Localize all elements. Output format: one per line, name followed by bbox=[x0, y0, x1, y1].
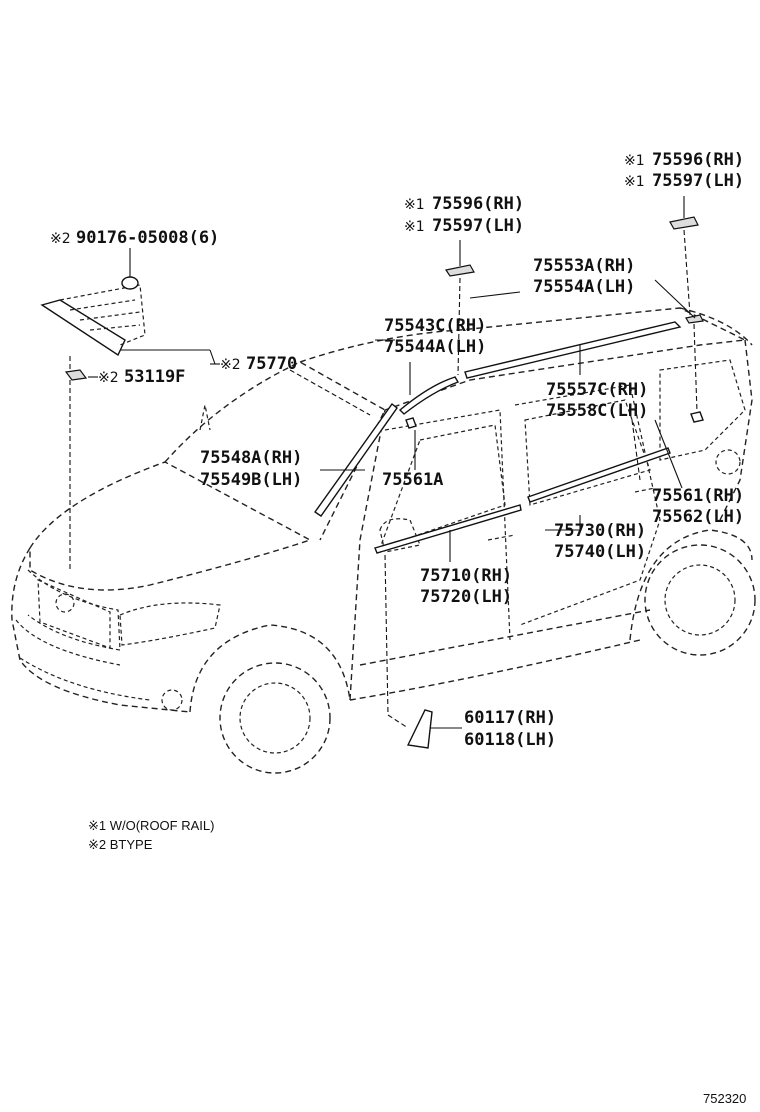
callout-c17: 75561(RH) bbox=[652, 486, 744, 506]
callout-c5: 90176-05008(6) bbox=[76, 228, 219, 248]
callout-c9: 75544A(LH) bbox=[384, 337, 486, 357]
callout-c3-mark: ※1 bbox=[404, 197, 425, 213]
callout-c5-mark: ※2 bbox=[50, 231, 71, 247]
callout-c16: 75561A bbox=[382, 470, 443, 490]
callout-c11: 53119F bbox=[124, 367, 185, 387]
callout-c1: 75596(RH) bbox=[652, 150, 744, 170]
clip-90176-part bbox=[121, 276, 139, 290]
parts bbox=[40, 216, 704, 749]
callout-c21: 75710(RH) bbox=[420, 566, 512, 586]
callout-c23: 60117(RH) bbox=[464, 708, 556, 728]
callout-c4: 75597(LH) bbox=[432, 216, 524, 236]
note-wo-roof-rail: ※1 W/O(ROOF RAIL) bbox=[88, 818, 214, 833]
callout-c19: 75730(RH) bbox=[554, 521, 646, 541]
callout-c10-mark: ※2 bbox=[220, 357, 241, 373]
callout-c13: 75558C(LH) bbox=[546, 401, 648, 421]
fender-protector-part bbox=[406, 709, 433, 749]
callout-c2: 75597(LH) bbox=[652, 171, 744, 191]
callout-c10: 75770 bbox=[246, 354, 297, 374]
callout-c1-mark: ※1 bbox=[624, 153, 645, 169]
roof-end-cap-small-part bbox=[685, 314, 704, 324]
callout-c20: 75740(LH) bbox=[554, 542, 646, 562]
footnotes: ※1 W/O(ROOF RAIL) ※2 BTYPE bbox=[88, 818, 214, 852]
clip-53119f-part bbox=[64, 369, 88, 381]
roof-drip-moulding-part bbox=[464, 321, 682, 379]
roof-moulding-front-part bbox=[398, 376, 460, 415]
callout-c3: 75596(RH) bbox=[432, 194, 524, 214]
roof-end-cap-rear-part bbox=[669, 216, 699, 230]
callout-c14: 75548A(RH) bbox=[200, 448, 302, 468]
callout-c4-mark: ※1 bbox=[404, 219, 425, 235]
callout-c15: 75549B(LH) bbox=[200, 470, 302, 490]
roof-end-cap-front-part bbox=[445, 264, 475, 277]
callout-c11-mark: ※2 bbox=[98, 370, 119, 386]
callout-c12: 75557C(RH) bbox=[546, 380, 648, 400]
callout-labels: ※1 75596(RH) ※1 75597(LH) ※1 75596(RH) ※… bbox=[50, 150, 744, 750]
leader-lines bbox=[69, 196, 698, 729]
callout-c7: 75554A(LH) bbox=[533, 277, 635, 297]
callout-c24: 60118(LH) bbox=[464, 730, 556, 750]
figure-number: 752320 bbox=[703, 1091, 746, 1106]
clip-75561a-part bbox=[405, 417, 417, 429]
hood-protector-part bbox=[40, 299, 126, 357]
windshield-moulding-part bbox=[314, 402, 398, 517]
front-door-belt-moulding-part bbox=[374, 504, 522, 554]
callout-c6: 75553A(RH) bbox=[533, 256, 635, 276]
callout-c8: 75543C(RH) bbox=[384, 316, 486, 336]
rear-door-belt-moulding-part bbox=[527, 447, 671, 503]
vehicle-outline bbox=[11, 307, 756, 774]
callout-c22: 75720(LH) bbox=[420, 587, 512, 607]
callout-c18: 75562(LH) bbox=[652, 507, 744, 527]
note-btype: ※2 BTYPE bbox=[88, 837, 153, 852]
callout-c2-mark: ※1 bbox=[624, 174, 645, 190]
